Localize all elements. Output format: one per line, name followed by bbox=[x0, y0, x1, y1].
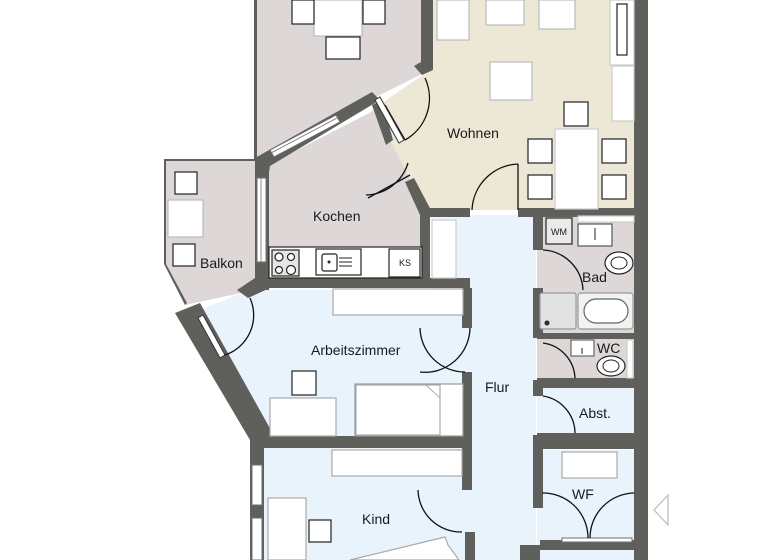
kochen-floor bbox=[268, 110, 428, 285]
room-label-flur: Flur bbox=[485, 379, 510, 395]
terrace-floor bbox=[255, 0, 430, 160]
furniture bbox=[167, 0, 635, 560]
room-label-wc: WC bbox=[597, 340, 621, 356]
window-lines bbox=[260, 117, 338, 262]
room-label-kochen: Kochen bbox=[313, 208, 361, 224]
door-leaves bbox=[197, 96, 405, 359]
fridge-label: KS bbox=[399, 258, 412, 268]
room-label-balkon: Balkon bbox=[200, 255, 243, 271]
room-label-wf: WF bbox=[572, 486, 594, 502]
room-label-arbeitszimmer: Arbeitszimmer bbox=[311, 342, 401, 358]
room-label-kind: Kind bbox=[362, 511, 391, 527]
balkon-floor bbox=[165, 160, 255, 305]
room-label-bad: Bad bbox=[582, 269, 607, 285]
abst-floor bbox=[537, 385, 635, 437]
washing-machine-label: WM bbox=[551, 227, 567, 237]
fixture-details bbox=[327, 228, 628, 400]
entrance-arrow-icon bbox=[653, 493, 669, 527]
room-label-abst: Abst. bbox=[579, 405, 611, 421]
doors bbox=[224, 77, 635, 539]
room-label-wohnen: Wohnen bbox=[447, 125, 499, 141]
